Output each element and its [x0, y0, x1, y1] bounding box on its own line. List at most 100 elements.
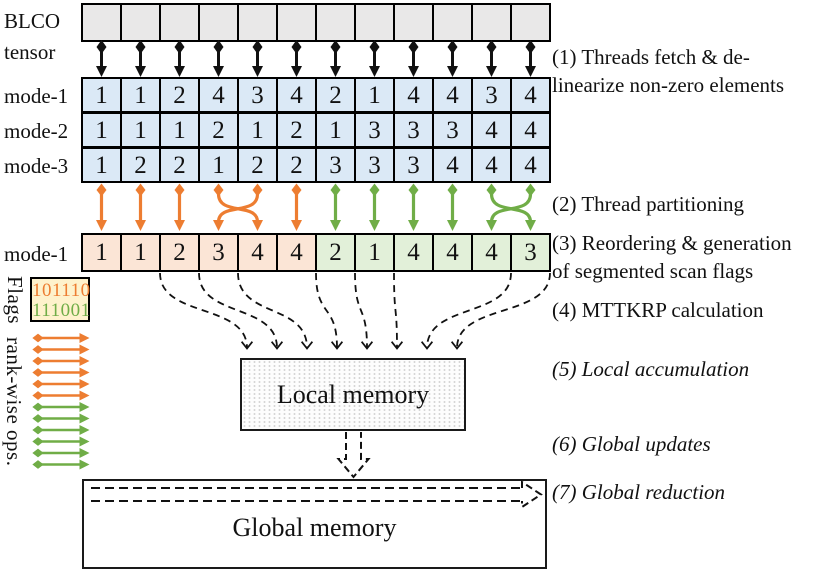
annotation-step-4: (4) MTTKRP calculation: [552, 296, 764, 324]
mode-1-cell: 4: [199, 78, 238, 112]
mode-2-cell: 3: [433, 113, 472, 147]
mode-1-cell: 1: [82, 78, 121, 112]
tensor-cell: [433, 4, 472, 41]
mode-2-cell: 3: [394, 113, 433, 147]
reordered-cell-green: 4: [472, 234, 511, 271]
mode-3-label: mode-3: [4, 154, 69, 178]
fetch-delinearize-arrows: [96, 40, 536, 77]
annotation-line: linearize non-zero elements: [552, 73, 785, 97]
reordered-cell-orange: 4: [238, 234, 277, 271]
global-memory-box: Global memory: [82, 479, 547, 569]
tensor-cell: [355, 4, 394, 41]
mode-2-cell: 4: [472, 113, 511, 147]
mode-3-cell: 1: [82, 148, 121, 182]
reordered-cell-green: 4: [433, 234, 472, 271]
annotation-step-3: (3) Reordering & generation of segmented …: [552, 229, 792, 285]
mode-2-cell: 3: [355, 113, 394, 147]
reordered-cell-green: 1: [355, 234, 394, 271]
blco-tensor-label-line2: tensor: [4, 40, 56, 64]
reordered-cell-green: 3: [511, 234, 550, 271]
local-to-global-arrow: [336, 432, 371, 479]
flags-line: 111001: [32, 300, 91, 321]
tensor-cell: [238, 4, 277, 41]
blco-tensor-label-line1: BLCO: [4, 9, 61, 33]
mode-3-cell: 3: [316, 148, 355, 182]
annotation-step-6: (6) Global updates: [552, 430, 711, 458]
mode-2-cell: 4: [511, 113, 550, 147]
mode-2-cell: 1: [316, 113, 355, 147]
thread-partition-arrows: [96, 183, 536, 231]
rank-wise-ops-label: rank-wise ops.: [2, 337, 26, 467]
local-memory-label: Local memory: [276, 379, 430, 409]
annotation-step-7: (7) Global reduction: [552, 478, 725, 506]
mode-2-cell: 2: [277, 113, 316, 147]
mode-1-label: mode-1: [4, 84, 69, 108]
annotation-line: (1) Threads fetch & de-: [552, 45, 750, 69]
reordered-cell-orange: 1: [121, 234, 160, 271]
tensor-cell: [394, 4, 433, 41]
annotation-step-5: (5) Local accumulation: [552, 355, 749, 383]
reordered-cell-orange: 3: [199, 234, 238, 271]
annotation-line: (2) Thread partitioning: [552, 192, 745, 216]
mode-1-cell: 2: [316, 78, 355, 112]
annotation-line: (4) MTTKRP calculation: [552, 298, 764, 322]
tensor-cell: [82, 4, 121, 41]
annotation-line: (5) Local accumulation: [552, 357, 750, 381]
tensor-cell: [472, 4, 511, 41]
mode-2-cell: 1: [121, 113, 160, 147]
tensor-cell: [277, 4, 316, 41]
reordered-cell-green: 4: [394, 234, 433, 271]
mode-1-cell: 1: [121, 78, 160, 112]
mode-1-cell: 2: [160, 78, 199, 112]
mode-2-cell: 1: [238, 113, 277, 147]
annotation-line: of segmented scan flags: [552, 259, 754, 283]
mode-2-cell: 1: [82, 113, 121, 147]
annotation-step-2: (2) Thread partitioning: [552, 190, 744, 218]
mode-1-cell: 3: [238, 78, 277, 112]
mode-3-cell: 3: [394, 148, 433, 182]
reordered-mode-1-label: mode-1: [4, 242, 69, 266]
mode-3-cell: 2: [160, 148, 199, 182]
reordered-cell-orange: 4: [277, 234, 316, 271]
annotation-line: (7) Global reduction: [552, 480, 726, 504]
annotation-line: (6) Global updates: [552, 432, 711, 456]
reordered-cell-orange: 1: [82, 234, 121, 271]
flags-label: Flags: [3, 276, 27, 325]
reordered-cell-orange: 2: [160, 234, 199, 271]
mode-2-cell: 1: [160, 113, 199, 147]
tensor-cell: [121, 4, 160, 41]
tensor-cell: [199, 4, 238, 41]
mode-3-cell: 4: [433, 148, 472, 182]
global-memory-label: Global memory: [232, 513, 397, 542]
mode-3-cell: 1: [199, 148, 238, 182]
annotation-line: (3) Reordering & generation: [552, 231, 792, 255]
mode-3-cell: 4: [511, 148, 550, 182]
flags-line: 101110: [32, 280, 91, 301]
segment-accumulate-arrows: [159, 272, 551, 350]
mode-2-label: mode-2: [4, 119, 69, 143]
blco-tensor-row: [81, 3, 551, 42]
local-memory-box: Local memory: [240, 358, 466, 431]
mode-1-cell: 4: [433, 78, 472, 112]
annotation-step-1: (1) Threads fetch & de-linearize non-zer…: [552, 43, 784, 99]
rankwise-ops-arrows: [32, 333, 90, 470]
mode-1-cell: 4: [277, 78, 316, 112]
mode-3-cell: 2: [121, 148, 160, 182]
mode-1-cell: 4: [394, 78, 433, 112]
mode-3-cell: 2: [277, 148, 316, 182]
mode-3-cell: 3: [355, 148, 394, 182]
mode-1-cell: 4: [511, 78, 550, 112]
tensor-cell: [160, 4, 199, 41]
mode-1-cell: 1: [355, 78, 394, 112]
tensor-cell: [511, 4, 550, 41]
blco-tensor-label: BLCO tensor: [4, 6, 60, 68]
mode-1-cell: 3: [472, 78, 511, 112]
reordered-cell-green: 2: [316, 234, 355, 271]
mode-3-cell: 4: [472, 148, 511, 182]
